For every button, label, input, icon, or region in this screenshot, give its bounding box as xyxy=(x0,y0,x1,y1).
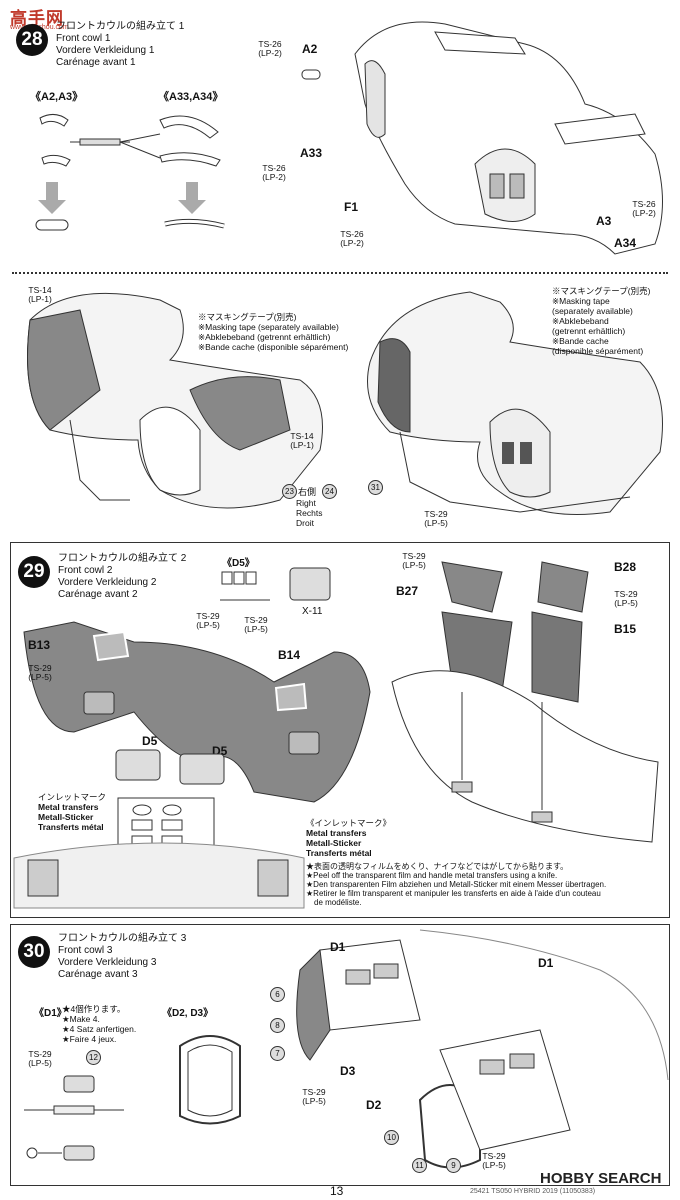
kit-reference: 25421 TS050 HYBRID 2019 (11050383) xyxy=(470,1188,596,1195)
label-b15: B15 xyxy=(614,622,637,636)
label-ts26-c: TS-26(LP-2) xyxy=(340,229,364,248)
label-d1-b: D1 xyxy=(538,956,554,970)
parts-a2-a3: 《A2,A3》 xyxy=(30,91,84,103)
label-f1: F1 xyxy=(344,200,359,214)
label-a34: A34 xyxy=(614,236,637,250)
hobby-search-logo: HOBBY SEARCH xyxy=(540,1170,662,1187)
d5-small-parts xyxy=(220,567,331,601)
label-ts26-d: TS-26(LP-2) xyxy=(632,199,656,218)
label-b14: B14 xyxy=(278,648,301,662)
masking-note-left: ※マスキングテープ(別売) ※Masking tape (separately … xyxy=(198,312,349,352)
title-fr: Carénage avant 1 xyxy=(56,57,136,68)
marker-8: 8 xyxy=(270,1018,285,1033)
front-cowl-d-parts-drawing xyxy=(296,929,669,1169)
label-ts29-paint: TS-29(LP-5) xyxy=(424,509,448,528)
front-cowl-assembly-drawing xyxy=(354,21,663,255)
label-ts29-30c: TS-29(LP-5) xyxy=(482,1151,506,1170)
parts-d1: 《D1》 xyxy=(34,1008,67,1019)
cowl-insert-drawing xyxy=(391,561,659,843)
watermark-logo: 高手网 xyxy=(10,4,64,29)
marker-11: 11 xyxy=(412,1158,427,1173)
watermark-text: 高手网 xyxy=(10,9,64,28)
marker-31: 31 xyxy=(368,480,383,495)
title-en: Front cowl 1 xyxy=(56,33,111,44)
title-en: Front cowl 3 xyxy=(58,945,113,956)
title-jp: フロントカウルの組み立て 1 xyxy=(56,21,185,32)
marker-9: 9 xyxy=(446,1158,461,1173)
label-b27: B27 xyxy=(396,584,419,598)
label-d2: D2 xyxy=(366,1098,382,1112)
marker-6: 6 xyxy=(270,987,285,1002)
step-29-title: フロントカウルの組み立て 2 Front cowl 2 Vordere Verk… xyxy=(58,553,186,601)
label-ts14-b: TS-14(LP-1) xyxy=(290,431,314,450)
title-en: Front cowl 2 xyxy=(58,565,113,576)
parts-d5: 《D5》 xyxy=(222,558,255,569)
label-d5-a: D5 xyxy=(142,734,158,748)
front-cowl-inner-drawing xyxy=(23,621,371,803)
marker-7: 7 xyxy=(270,1046,285,1061)
right-side-label: Right Rechts Droit xyxy=(296,498,323,528)
label-a33: A33 xyxy=(300,146,323,160)
label-ts29-30b: TS-29(LP-5) xyxy=(302,1087,326,1106)
step-28-separator xyxy=(12,272,668,274)
title-de: Vordere Verkleidung 1 xyxy=(56,45,155,56)
title-de: Vordere Verkleidung 2 xyxy=(58,577,157,588)
step-28-number: 28 xyxy=(16,24,48,56)
marker-10: 10 xyxy=(384,1130,399,1145)
d1-small-parts xyxy=(24,1075,124,1161)
label-ts26-a: TS-26(LP-2) xyxy=(258,39,282,58)
right-side-jp: 右側 xyxy=(298,487,317,497)
label-ts14-a: TS-14(LP-1) xyxy=(28,285,52,304)
label-d1-a: D1 xyxy=(330,940,346,954)
title-fr: Carénage avant 2 xyxy=(58,589,138,600)
title-jp: フロントカウルの組み立て 3 xyxy=(58,933,187,944)
marker-24: 24 xyxy=(322,484,337,499)
label-ts29-d: TS-29(LP-5) xyxy=(402,551,426,570)
label-ts29-a: TS-29(LP-5) xyxy=(196,611,220,630)
label-d3: D3 xyxy=(340,1064,356,1078)
marker-12: 12 xyxy=(86,1050,101,1065)
cowl-paint-diagram-left xyxy=(27,292,323,509)
label-ts29-e: TS-29(LP-5) xyxy=(614,589,638,608)
d5-parts-bottom xyxy=(115,749,225,785)
title-de: Vordere Verkleidung 3 xyxy=(58,957,157,968)
inlet-instructions: ★表面の透明なフィルムをめくり、ナイフなどではがしてから貼ります。 ★Peel … xyxy=(306,862,607,907)
label-ts29-c: TS-29(LP-5) xyxy=(28,663,52,682)
parts-d2-d3: 《D2, D3》 xyxy=(162,1008,214,1019)
step-30-title: フロントカウルの組み立て 3 Front cowl 3 Vordere Verk… xyxy=(58,933,186,981)
marker-23: 23 xyxy=(282,484,297,499)
title-fr: Carénage avant 3 xyxy=(58,969,138,980)
label-ts29-b: TS-29(LP-5) xyxy=(244,615,268,634)
masking-note-right: ※マスキングテープ(別売) ※Masking tape (separately … xyxy=(552,286,651,356)
page-number: 13 xyxy=(330,1184,344,1198)
label-b13: B13 xyxy=(28,638,51,652)
step-30-number: 30 xyxy=(18,936,50,968)
small-parts-diagram xyxy=(35,114,225,231)
label-x11: X-11 xyxy=(302,606,323,617)
inlet-mark-left: インレットマーク Metal transfers Metall-Sticker … xyxy=(38,792,107,832)
label-a3: A3 xyxy=(596,214,612,228)
make-four-note: ★4個作ります。 ★Make 4. ★4 Satz anfertigen. ★F… xyxy=(62,1004,137,1044)
cowl-paint-diagram-right xyxy=(367,291,663,515)
inlet-mark-right: 《インレットマーク》 Metal transfers Metall-Sticke… xyxy=(306,818,392,858)
label-b28: B28 xyxy=(614,560,637,574)
label-ts29-30a: TS-29(LP-5) xyxy=(28,1049,52,1068)
d2-d3-outline xyxy=(179,1035,241,1125)
label-a2: A2 xyxy=(302,42,318,56)
small-part-a2 xyxy=(301,69,321,80)
label-ts26-b: TS-26(LP-2) xyxy=(262,163,286,182)
parts-a33-a34: 《A33,A34》 xyxy=(158,91,224,103)
step-29-number: 29 xyxy=(18,556,50,588)
title-jp: フロントカウルの組み立て 2 xyxy=(58,553,187,564)
metal-transfer-sheet xyxy=(13,797,305,909)
step-28-title: フロントカウルの組み立て 1 Front cowl 1 Vordere Verk… xyxy=(56,21,184,69)
